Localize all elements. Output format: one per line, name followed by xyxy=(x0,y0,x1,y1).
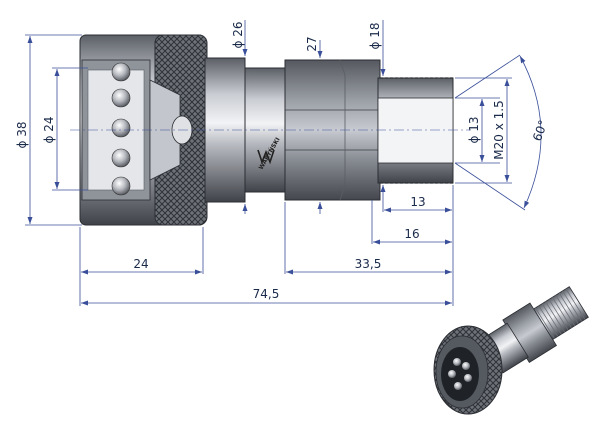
ball xyxy=(111,148,131,168)
dim-diameter-24: ϕ 24 xyxy=(42,117,56,144)
ball xyxy=(111,118,131,138)
ball xyxy=(111,62,131,82)
dim-diameter-38: ϕ 38 xyxy=(15,122,29,149)
ball xyxy=(111,88,131,108)
dim-length-13: 13 xyxy=(410,195,425,209)
ball xyxy=(111,176,131,196)
dimension-lines xyxy=(25,20,542,306)
dim-diameter-26: ϕ 26 xyxy=(231,22,245,49)
dim-length-16: 16 xyxy=(404,227,419,241)
dim-length-24: 24 xyxy=(133,257,148,271)
coupling-drawing: WARYŃSKI xyxy=(70,34,470,226)
dim-angle-60: 60° xyxy=(530,118,550,143)
dim-length-33-5: 33,5 xyxy=(355,257,382,271)
coupling-3d-view xyxy=(433,286,589,415)
dim-thread-m20: M20 x 1.5 xyxy=(492,100,506,159)
dimension-labels: ϕ 38 ϕ 24 ϕ 26 27 ϕ 18 ϕ 13 M20 x 1.5 60… xyxy=(15,22,550,302)
dim-diameter-13: ϕ 13 xyxy=(467,117,481,144)
dim-length-74-5: 74,5 xyxy=(253,287,280,301)
dim-hex-27: 27 xyxy=(305,36,319,51)
dim-diameter-18: ϕ 18 xyxy=(368,23,382,50)
